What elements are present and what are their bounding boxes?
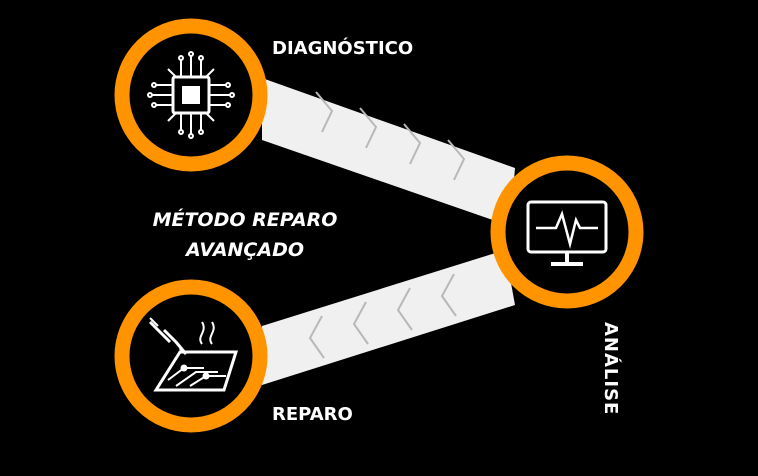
title-line-1: MÉTODO REPARO bbox=[152, 209, 338, 231]
connector-reparo-analise bbox=[262, 250, 515, 385]
soldering-iron-circuit-board-icon bbox=[148, 317, 239, 392]
heartbeat-monitor-icon bbox=[526, 200, 608, 266]
connector-diagnostico-analise bbox=[262, 78, 515, 226]
title-line-2: AVANÇADO bbox=[185, 239, 304, 261]
label-diagnostico: DIAGNÓSTICO bbox=[272, 38, 414, 59]
node-reparo bbox=[114, 279, 268, 433]
node-analise bbox=[490, 155, 644, 309]
microchip-icon bbox=[147, 51, 235, 139]
node-diagnostico bbox=[114, 18, 268, 172]
diagram-title: MÉTODO REPARO AVANÇADO bbox=[110, 205, 380, 265]
label-analise: ANÁLISE bbox=[600, 322, 621, 416]
label-reparo: REPARO bbox=[272, 404, 353, 425]
